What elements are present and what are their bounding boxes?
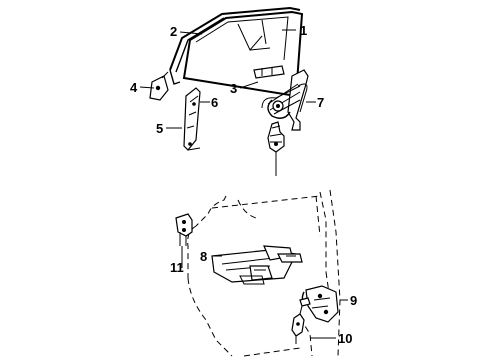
callout-5: 5 xyxy=(156,121,163,136)
regulator-motor xyxy=(267,121,285,176)
lock-rod-clip xyxy=(291,305,305,344)
door-outline xyxy=(187,189,341,357)
callout-3: 3 xyxy=(230,81,237,96)
rear-run-channel xyxy=(183,87,201,151)
callout-1: 1 xyxy=(300,23,307,38)
window-regulator xyxy=(261,69,309,131)
glass-run-channel xyxy=(169,6,301,85)
callout-2: 2 xyxy=(170,24,177,39)
glass-stop xyxy=(253,65,285,79)
leader-lines xyxy=(139,29,348,339)
inner-panel xyxy=(211,245,303,285)
door-glass xyxy=(182,10,304,98)
callout-11: 11 xyxy=(170,260,184,275)
callout-10: 10 xyxy=(338,331,352,346)
door-hinge xyxy=(175,213,193,246)
bracket xyxy=(149,71,169,101)
callout-4: 4 xyxy=(130,80,138,95)
callout-6: 6 xyxy=(211,95,218,110)
callout-8: 8 xyxy=(200,249,207,264)
door-latch xyxy=(299,285,339,323)
callout-9: 9 xyxy=(350,293,357,308)
callout-7: 7 xyxy=(317,95,324,110)
